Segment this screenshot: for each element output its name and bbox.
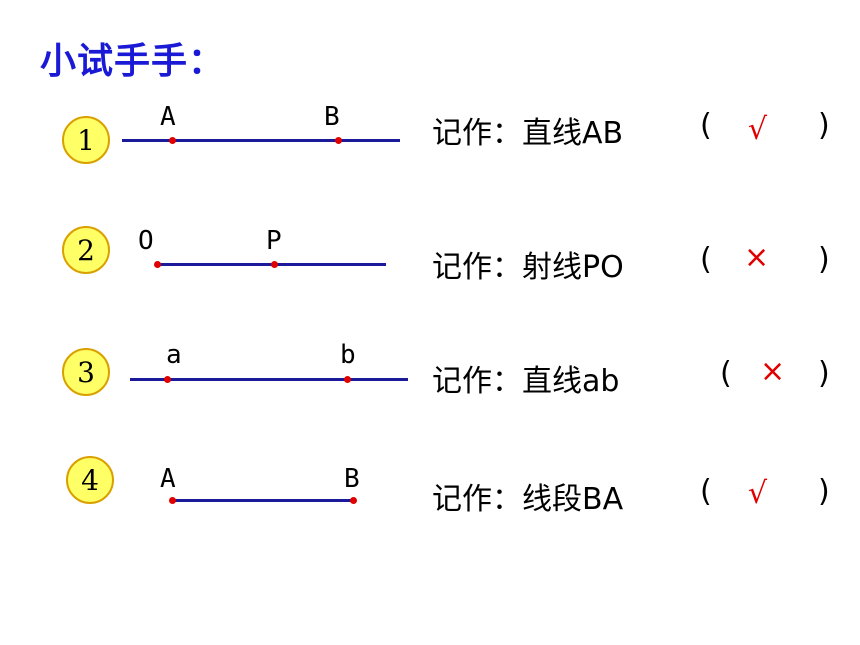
number-badge: 3 xyxy=(62,348,110,396)
notation-statement: 记作：直线AB xyxy=(432,116,624,151)
point-label: a xyxy=(166,340,182,370)
point-label: A xyxy=(160,464,176,494)
check-mark-icon: √ xyxy=(748,476,768,511)
paren-close: ) xyxy=(818,108,830,143)
paren-open: ( xyxy=(700,242,712,277)
number-badge: 4 xyxy=(66,456,114,504)
notation-statement: 记作：射线PO xyxy=(432,250,624,285)
exercise-row-1: 1 A B 记作：直线AB ( √ ) xyxy=(0,100,860,190)
paren-open: ( xyxy=(720,356,732,391)
point-marker xyxy=(169,497,176,504)
point-marker xyxy=(169,137,176,144)
cross-mark-icon: × xyxy=(760,354,786,389)
paren-open: ( xyxy=(700,108,712,143)
point-label: B xyxy=(344,464,360,494)
point-label: O xyxy=(138,226,154,256)
paren-open: ( xyxy=(700,474,712,509)
point-label: A xyxy=(160,102,176,132)
point-marker xyxy=(154,261,161,268)
point-label: b xyxy=(340,340,356,370)
point-marker xyxy=(350,497,357,504)
exercise-row-4: 4 A B 记作：线段BA ( √ ) xyxy=(0,452,860,542)
point-label: P xyxy=(266,226,282,256)
exercise-row-2: 2 O P 记作：射线PO ( × ) xyxy=(0,222,860,312)
notation-statement: 记作：线段BA xyxy=(432,482,624,517)
paren-close: ) xyxy=(818,242,830,277)
number-badge: 1 xyxy=(62,116,110,164)
paren-close: ) xyxy=(818,474,830,509)
number-badge: 2 xyxy=(62,226,110,274)
exercise-row-3: 3 a b 记作：直线ab ( × ) xyxy=(0,340,860,430)
cross-mark-icon: × xyxy=(744,240,770,275)
line-figure xyxy=(122,139,400,142)
point-marker xyxy=(344,376,351,383)
notation-statement: 记作：直线ab xyxy=(432,364,620,399)
point-marker xyxy=(164,376,171,383)
point-marker xyxy=(271,261,278,268)
check-mark-icon: √ xyxy=(748,112,768,147)
point-label: B xyxy=(324,102,340,132)
line-figure xyxy=(130,378,408,381)
paren-close: ) xyxy=(818,356,830,391)
page-title: 小试手手： xyxy=(40,41,226,82)
point-marker xyxy=(335,137,342,144)
segment-figure xyxy=(172,499,356,502)
